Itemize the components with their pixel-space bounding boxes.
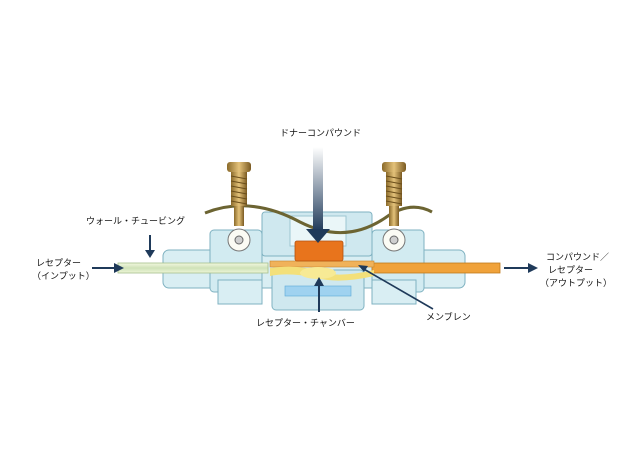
label-output-line3: （アウトプット） bbox=[540, 279, 613, 289]
label-receptor-input-line2: （インプット） bbox=[32, 272, 95, 282]
label-receptor-chamber: レセプター・チャンバー bbox=[256, 319, 355, 329]
label-receptor-input-line1: レセプター bbox=[36, 259, 82, 269]
output-tube bbox=[371, 262, 501, 274]
label-output-line1: コンパウンド／ bbox=[546, 253, 610, 263]
arrow-down-icon bbox=[145, 235, 155, 258]
label-output-line2: レセプター bbox=[548, 266, 594, 276]
input-tube bbox=[117, 262, 269, 274]
label-membrane: メンブレン bbox=[426, 313, 471, 323]
arrow-down-icon bbox=[306, 147, 330, 243]
label-wall-tubing: ウォール・チュービング bbox=[86, 217, 186, 227]
arrow-right-icon bbox=[504, 263, 538, 273]
arrow-up-icon bbox=[314, 277, 324, 312]
membrane-pointer bbox=[358, 265, 434, 310]
membrane-layer bbox=[269, 260, 375, 268]
receptor-fluid bbox=[270, 266, 374, 281]
arrow-right-icon bbox=[92, 263, 124, 273]
donor-compound-chamber bbox=[294, 240, 344, 262]
clamp-screw-icon bbox=[204, 162, 433, 252]
label-donor-compound: ドナーコンパウンド bbox=[280, 129, 362, 139]
